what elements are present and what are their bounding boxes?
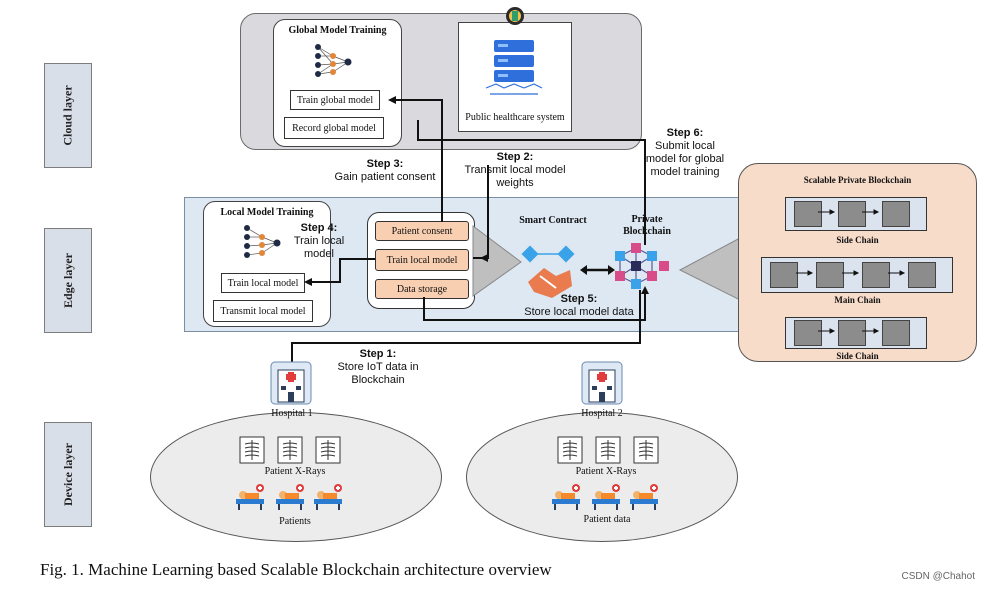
private-blockchain-label: Private Blockchain [623,214,671,237]
step3-text: Gain patient consent [334,171,436,183]
device-layer-label: Device layer [44,422,92,527]
hospital1-device-region [150,412,442,542]
step3-number: Step 3: [366,158,404,170]
train-local-model-item: Train local model [375,249,469,271]
chain-block [862,262,890,288]
hospital1-icon [270,361,312,405]
step2-text: Transmit local model weights [464,164,566,189]
xrays2-label: Patient X-Rays [575,466,637,477]
chain-block [882,320,910,346]
side-chain-bottom [785,317,927,349]
xrays1-label: Patient X-Rays [264,466,326,477]
local-training-title: Local Model Training [220,207,314,218]
chain-block [816,262,844,288]
record-global-model-box: Record global model [284,117,384,139]
data-storage-item: Data storage [375,279,469,299]
step5-number: Step 5: [560,293,598,305]
chain-block [794,201,822,227]
side-chain-top [785,197,927,231]
main-chain-label: Main Chain [834,295,881,305]
step6-text: Submit local model for global model trai… [645,140,725,178]
scalable-private-blockchain-panel: Scalable Private Blockchain Side Chain M… [738,163,977,362]
global-training-title: Global Model Training [288,25,387,36]
hospital2-device-region [466,412,738,542]
patient-consent-item: Patient consent [375,221,469,241]
chain-block [908,262,936,288]
chain-block [882,201,910,227]
step4-number: Step 4: [300,222,338,234]
step4-text: Train local model [293,235,345,260]
hospital1-label: Hospital 1 [271,408,313,419]
train-local-model-box: Train local model [221,273,305,293]
train-global-model-box: Train global model [290,90,380,110]
hospital2-label: Hospital 2 [581,408,623,419]
smart-contract-label: Smart Contract [519,215,587,226]
step1-number: Step 1: [359,348,397,360]
public-healthcare-system-box: Public healthcare system [458,22,572,132]
step6-number: Step 6: [666,127,704,139]
step3-label: Step 3: Gain patient consent [325,158,445,184]
public-healthcare-label: Public healthcare system [465,112,565,123]
side-chain-label-2: Side Chain [836,351,879,361]
main-chain [761,257,953,293]
step4-label: Step 4: Train local model [287,222,351,261]
patients1-label: Patients [279,516,311,527]
step6-label: Step 6: Submit local model for global mo… [645,127,725,179]
step1-label: Step 1: Store IoT data in Blockchain [330,348,426,387]
patients2-label: Patient data [583,514,631,525]
figure-caption: Fig. 1. Machine Learning based Scalable … [40,560,552,579]
step1-text: Store IoT data in Blockchain [337,361,419,386]
chain-block [794,320,822,346]
cloud-layer-label: Cloud layer [44,63,92,168]
transmit-local-model-box: Transmit local model [213,300,313,322]
step5-text: Store local model data [524,306,634,318]
chain-block [838,201,866,227]
chain-block [770,262,798,288]
watermark: CSDN @Chahot [901,571,975,582]
chain-block [838,320,866,346]
step2-number: Step 2: [496,151,534,163]
edge-layer-label: Edge layer [44,228,92,333]
step2-label: Step 2: Transmit local model weights [455,151,575,190]
side-chain-label-1: Side Chain [836,235,879,245]
step5-label: Step 5: Store local model data [509,293,649,319]
chain-panel-title: Scalable Private Blockchain [803,175,912,185]
hospital2-icon [581,361,623,405]
